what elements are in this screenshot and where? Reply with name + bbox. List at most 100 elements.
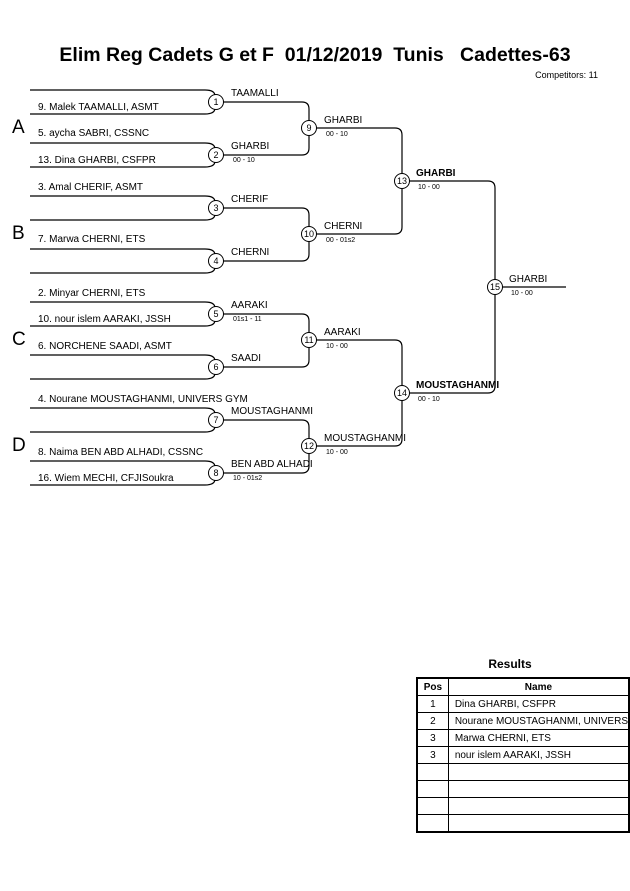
result-name: [447, 763, 630, 781]
pool-label-b: B: [12, 223, 25, 244]
result-name: Nourane MOUSTAGHANMI, UNIVERS: [447, 712, 630, 730]
match-number-5: 5: [213, 309, 218, 319]
match-6-winner: SAADI: [231, 353, 262, 364]
result-pos: 3: [416, 729, 449, 747]
match-8-winner: BEN ABD ALHADI: [231, 459, 313, 470]
match-circle-6: [208, 359, 224, 375]
results-table: Pos Name 1 Dina GHARBI, CSFPR 2 Nourane …: [416, 677, 630, 833]
pool-label-a: A: [12, 117, 25, 138]
match-number-10: 10: [304, 229, 314, 239]
match-circle-15: [487, 279, 503, 295]
entrant-name: 5. aycha SABRI, CSSNC: [38, 128, 150, 139]
entrant-name: 2. Minyar CHERNI, ETS: [38, 288, 146, 299]
match-number-13: 13: [397, 176, 407, 186]
match-14-winner: MOUSTAGHANMI: [416, 380, 500, 391]
match-circle-11: [301, 332, 317, 348]
table-row: 1 Dina GHARBI, CSFPR: [416, 695, 630, 713]
page-title: Elim Reg Cadets G et F 01/12/2019 Tunis …: [59, 44, 571, 66]
bracket-match-11: [215, 313, 310, 368]
result-pos: [416, 763, 449, 781]
match-1-winner: TAAMALLI: [231, 88, 279, 99]
entrant-name: 13. Dina GHARBI, CSFPR: [38, 155, 156, 166]
bracket-match-14: [309, 339, 403, 447]
match-number-1: 1: [213, 97, 218, 107]
bracket-match-15: [402, 180, 496, 394]
match-number-4: 4: [213, 256, 218, 266]
entrant-name: 3. Amal CHERIF, ASMT: [38, 182, 144, 193]
pool-label-d: D: [12, 435, 26, 456]
table-row: [416, 780, 630, 798]
match-circle-12: [301, 438, 317, 454]
entrant-name: 16. Wiem MECHI, CFJISoukra: [38, 473, 174, 484]
result-name: Dina GHARBI, CSFPR: [447, 695, 630, 713]
match-11-score: 10 - 00: [326, 343, 348, 350]
match-circle-2: [208, 147, 224, 163]
pos-header: Pos: [416, 677, 449, 696]
match-number-2: 2: [213, 150, 218, 160]
match-4-winner: CHERNI: [231, 247, 270, 258]
match-14-score: 00 - 10: [418, 396, 440, 403]
match-circle-4: [208, 253, 224, 269]
final-score: 10 - 00: [511, 290, 533, 297]
bracket-match-6: [30, 354, 216, 380]
result-pos: [416, 780, 449, 798]
name-header: Name: [447, 677, 630, 696]
match-8-score: 10 - 01s2: [233, 475, 263, 482]
match-number-3: 3: [213, 203, 218, 213]
match-5-score: 01s1 - 11: [233, 316, 262, 323]
table-row: [416, 763, 630, 781]
match-circle-1: [208, 94, 224, 110]
match-circle-7: [208, 412, 224, 428]
bracket-match-4: [30, 248, 216, 274]
match-12-winner: MOUSTAGHANMI: [324, 433, 407, 444]
entrant-name: 7. Marwa CHERNI, ETS: [38, 234, 146, 245]
match-number-14: 14: [397, 388, 407, 398]
entrant-name: 8. Naima BEN ABD ALHADI, CSSNC: [38, 447, 204, 458]
table-row: 3 Marwa CHERNI, ETS: [416, 729, 630, 747]
match-circle-8: [208, 465, 224, 481]
result-name: Marwa CHERNI, ETS: [447, 729, 630, 747]
result-pos: 1: [416, 695, 449, 713]
match-7-winner: MOUSTAGHANMI: [231, 406, 314, 417]
entrant-name: 9. Malek TAAMALLI, ASMT: [38, 102, 159, 113]
result-name: [447, 780, 630, 798]
bracket-match-7: [30, 407, 216, 433]
match-number-8: 8: [213, 468, 218, 478]
match-circle-13: [394, 173, 410, 189]
match-2-winner: GHARBI: [231, 141, 270, 152]
table-row: 2 Nourane MOUSTAGHANMI, UNIVERS: [416, 712, 630, 730]
match-13-score: 10 - 00: [418, 184, 440, 191]
entrant-name: 10. nour islem AARAKI, JSSH: [38, 314, 171, 325]
bracket-match-13: [309, 127, 403, 235]
match-number-7: 7: [213, 415, 218, 425]
match-13-winner: GHARBI: [416, 168, 456, 179]
competitors-count: Competitors: 11: [535, 70, 598, 80]
table-row: 3 nour islem AARAKI, JSSH: [416, 746, 630, 764]
match-2-score: 00 - 10: [233, 157, 255, 164]
result-pos: [416, 797, 449, 815]
result-pos: 2: [416, 712, 449, 730]
table-row: [416, 814, 630, 833]
entrant-name: 4. Nourane MOUSTAGHANMI, UNIVERS GYM: [38, 394, 248, 405]
match-12-score: 10 - 00: [326, 449, 348, 456]
match-5-winner: AARAKI: [231, 300, 268, 311]
match-number-15: 15: [490, 282, 500, 292]
result-pos: [416, 814, 449, 833]
entrant-name: 6. NORCHENE SAADI, ASMT: [38, 341, 172, 352]
match-number-11: 11: [304, 335, 313, 345]
match-number-12: 12: [304, 441, 314, 451]
table-row: [416, 797, 630, 815]
result-name: nour islem AARAKI, JSSH: [447, 746, 630, 764]
match-circle-5: [208, 306, 224, 322]
match-9-score: 00 - 10: [326, 131, 348, 138]
pool-label-c: C: [12, 329, 26, 350]
match-10-score: 00 - 01s2: [326, 237, 356, 244]
match-number-9: 9: [306, 123, 311, 133]
match-3-winner: CHERIF: [231, 194, 269, 205]
match-circle-10: [301, 226, 317, 242]
match-number-6: 6: [213, 362, 218, 372]
match-circle-14: [394, 385, 410, 401]
result-name: [447, 797, 630, 815]
match-9-winner: GHARBI: [324, 115, 363, 126]
